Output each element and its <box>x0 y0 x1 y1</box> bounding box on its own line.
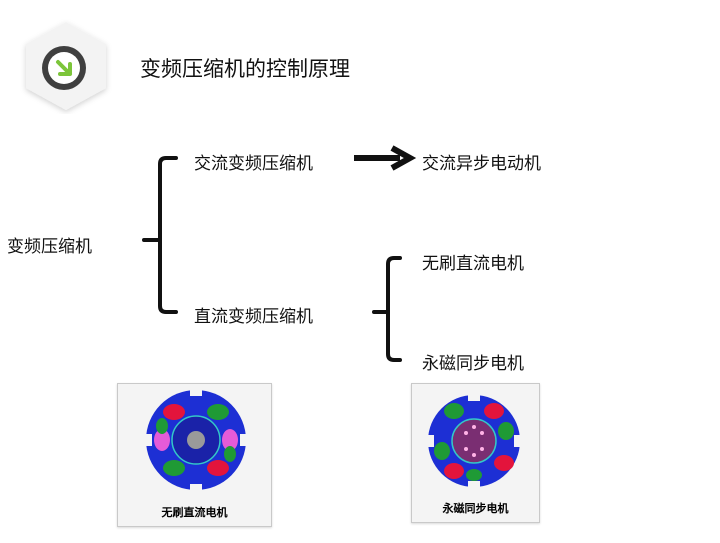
leaf-brushless: 无刷直流电机 <box>422 254 524 274</box>
brushless-motor-image: 无刷直流电机 <box>117 383 272 527</box>
root-brace <box>142 156 178 314</box>
leaf-ac-motor: 交流异步电动机 <box>422 154 541 174</box>
leaf-pm-sync: 永磁同步电机 <box>422 354 524 374</box>
root-node: 变频压缩机 <box>7 237 92 257</box>
pm-sync-motor-image: 永磁同步电机 <box>411 383 540 523</box>
branch-ac: 交流变频压缩机 <box>194 154 313 174</box>
branch-dc: 直流变频压缩机 <box>194 307 313 327</box>
pm-sync-motor-diagram <box>422 389 526 493</box>
dc-brace <box>372 256 402 362</box>
brushless-motor-diagram <box>140 384 252 496</box>
slide-title: 变频压缩机的控制原理 <box>140 57 350 81</box>
pm-sync-caption: 永磁同步电机 <box>442 502 509 515</box>
badge-arrow-icon <box>26 22 106 110</box>
brushless-caption: 无刷直流电机 <box>161 506 228 519</box>
right-arrow-icon <box>354 145 417 171</box>
